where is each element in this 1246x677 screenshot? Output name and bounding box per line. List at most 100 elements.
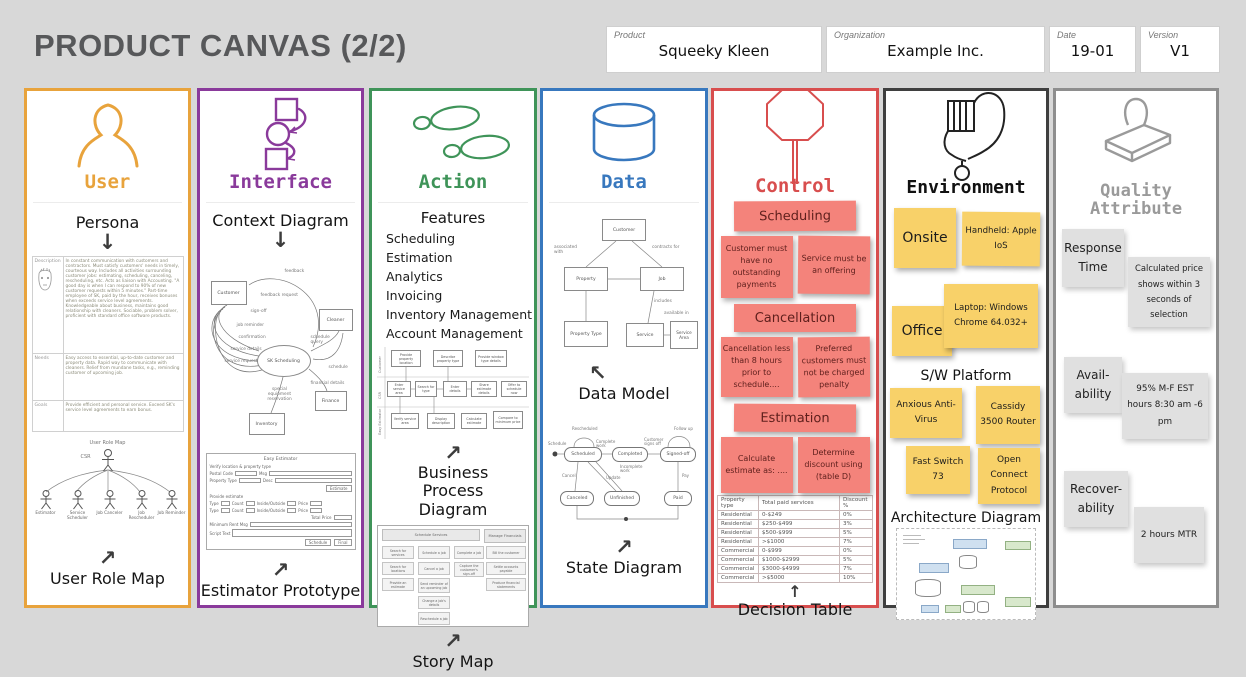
environment-note-handheld[interactable]: Handheld: Apple IoS xyxy=(961,211,1041,267)
story-map-caption: Story Map xyxy=(412,652,494,672)
quality-label-line1: Quality xyxy=(1100,181,1172,201)
sw-note-router[interactable]: Cassidy 3500 Router xyxy=(976,386,1040,444)
quality-note-availability[interactable]: Avail-ability xyxy=(1064,356,1122,413)
date-field[interactable]: Date 19-01 xyxy=(1049,26,1136,73)
edge-service-details: service details xyxy=(230,347,262,352)
control-group-title-cancellation[interactable]: Cancellation xyxy=(734,304,856,332)
bpd-box: Calculate estimate xyxy=(461,413,487,429)
arch-text-squiggle xyxy=(903,543,919,544)
down-arrow-icon: ↓ xyxy=(98,230,117,254)
quality-note-response-time[interactable]: Response Time xyxy=(1062,228,1124,287)
quality-note-response-detail[interactable]: Calculated price shows within 3 seconds … xyxy=(1128,256,1210,327)
edge-schedule-query: schedule query xyxy=(310,335,330,345)
state-signed-off: Signed-off xyxy=(660,447,696,462)
control-note[interactable]: Determine discount using (table D) xyxy=(797,437,870,493)
control-note[interactable]: Customer must have no outstanding paymen… xyxy=(720,236,793,298)
role-label: Job Reminder xyxy=(157,510,186,515)
organization-value: Example Inc. xyxy=(887,42,984,60)
control-group-title-scheduling[interactable]: Scheduling xyxy=(733,200,857,232)
sw-note-antivirus[interactable]: Anxious Anti-Virus xyxy=(890,388,962,438)
field-type: Type xyxy=(209,508,219,513)
quality-note-recoverability[interactable]: Recover-ability xyxy=(1064,470,1128,527)
organization-field[interactable]: Organization Example Inc. xyxy=(826,26,1045,73)
column-data: Data Customer Property Job Property Type… xyxy=(540,88,708,608)
state-unfinished: Unfinished xyxy=(604,491,640,506)
transition-complete-work: Complete work xyxy=(596,439,616,449)
entity-job: Job xyxy=(640,267,684,291)
up-right-arrow-icon: ↗ xyxy=(444,629,462,654)
transition-incomplete-work: Incomplete work xyxy=(620,464,643,474)
decision-header: Total paid services xyxy=(758,495,840,511)
property-type-input xyxy=(238,478,261,483)
bpd-box: Enter details xyxy=(443,381,467,397)
stop-sign-icon xyxy=(714,89,876,184)
state-canceled: Canceled xyxy=(560,491,594,506)
user-column-label: User xyxy=(84,171,131,193)
quality-note-recoverability-detail[interactable]: 2 hours MTR xyxy=(1134,506,1204,563)
estimator-prototype-sketch: Easy Estimator Verify location & propert… xyxy=(205,453,356,550)
field-msg: Msg xyxy=(258,471,268,476)
divider xyxy=(378,202,528,203)
field-inside-outside: Inside/Outside xyxy=(256,501,286,506)
state-diagram-caption: State Diagram xyxy=(565,558,683,577)
environment-note-office[interactable]: Office xyxy=(892,306,952,356)
database-icon xyxy=(543,97,705,171)
edge-sign-off: sign-off xyxy=(250,309,267,314)
arch-box xyxy=(1005,541,1031,550)
user-role-map-sketch: User Role Map CSR Estimator Service Sche… xyxy=(28,440,187,540)
field-inside-outside: Inside/Outside xyxy=(256,508,286,513)
transition-update: Update xyxy=(606,475,621,480)
bpd-box: Provide window type details xyxy=(475,350,507,367)
control-note[interactable]: Calculate estimate as: .... xyxy=(720,437,793,493)
edge-schedule: schedule xyxy=(328,365,348,370)
role-label: Service Scheduler xyxy=(67,510,88,521)
business-process-diagram-sketch: Customer CSR Easy Estimator Provide prop… xyxy=(377,347,529,439)
edge-confirmation: confirmation xyxy=(238,335,266,340)
sw-note-switch[interactable]: Fast Switch 73 xyxy=(906,446,970,494)
environment-office-group: Office Laptop: Windows Chrome 64.032+ xyxy=(886,284,1046,364)
state-scheduled: Scheduled xyxy=(564,447,602,462)
environment-column-label: Environment xyxy=(906,177,1026,198)
control-group-title-estimation[interactable]: Estimation xyxy=(733,403,857,433)
state-paid: Paid xyxy=(664,491,692,506)
context-diagram-sketch: Customer Cleaner SK Scheduling Inventory… xyxy=(204,253,357,449)
footprints-icon xyxy=(372,97,534,171)
state-completed: Completed xyxy=(612,447,648,462)
feature-item: Analytics xyxy=(386,269,443,284)
arch-box xyxy=(945,605,961,613)
persona-face-sketch xyxy=(37,267,52,291)
quality-note-availability-detail[interactable]: 95% M-F EST hours 8:30 am -6 pm xyxy=(1122,372,1208,439)
product-field[interactable]: Product Squeeky Kleen xyxy=(606,26,822,73)
field-count: Count xyxy=(231,501,244,506)
bpd-box: Verify service area xyxy=(391,413,419,429)
date-value: 19-01 xyxy=(1070,42,1115,60)
arch-cylinder xyxy=(963,601,975,613)
environment-note-onsite[interactable]: Onsite xyxy=(894,208,956,268)
persona-description-label: Description xyxy=(34,259,61,264)
persona-needs-text: Easy access to essential, up-to-date cus… xyxy=(62,353,184,401)
story-header: Manage Financials xyxy=(484,529,526,544)
role-map-root-label: CSR xyxy=(80,454,91,460)
version-field[interactable]: Version V1 xyxy=(1140,26,1220,73)
control-note[interactable]: Cancellation less than 8 hours prior to … xyxy=(720,337,793,397)
bpd-box: Display description xyxy=(427,413,455,429)
entity-service: Service xyxy=(626,323,664,347)
bpd-lane-estimator: Easy Estimator xyxy=(378,408,382,435)
edge-feedback: feedback xyxy=(284,269,305,274)
field-count: Count xyxy=(231,508,244,513)
control-note[interactable]: Preferred customers must not be charged … xyxy=(797,336,870,398)
bpd-box: Describe property type xyxy=(433,350,463,367)
user-role-map-caption: User Role Map xyxy=(50,569,165,588)
story-card: Capture the customer's sign-off xyxy=(454,562,484,578)
column-action: Action Features Scheduling Estimation An… xyxy=(369,88,537,671)
arch-box xyxy=(961,585,995,595)
user-icon xyxy=(27,97,188,171)
field-total-price: Total Price xyxy=(311,515,332,520)
sw-note-protocol[interactable]: Open Connect Protocol xyxy=(978,448,1040,504)
control-note[interactable]: Service must be an offering xyxy=(797,235,870,295)
up-right-arrow-icon: ↗ xyxy=(271,558,290,582)
bpd-box: Enter service area xyxy=(387,381,411,397)
environment-note-laptop[interactable]: Laptop: Windows Chrome 64.032+ xyxy=(944,284,1038,348)
role-map-lines xyxy=(45,449,170,493)
control-column-label: Control xyxy=(754,175,836,197)
